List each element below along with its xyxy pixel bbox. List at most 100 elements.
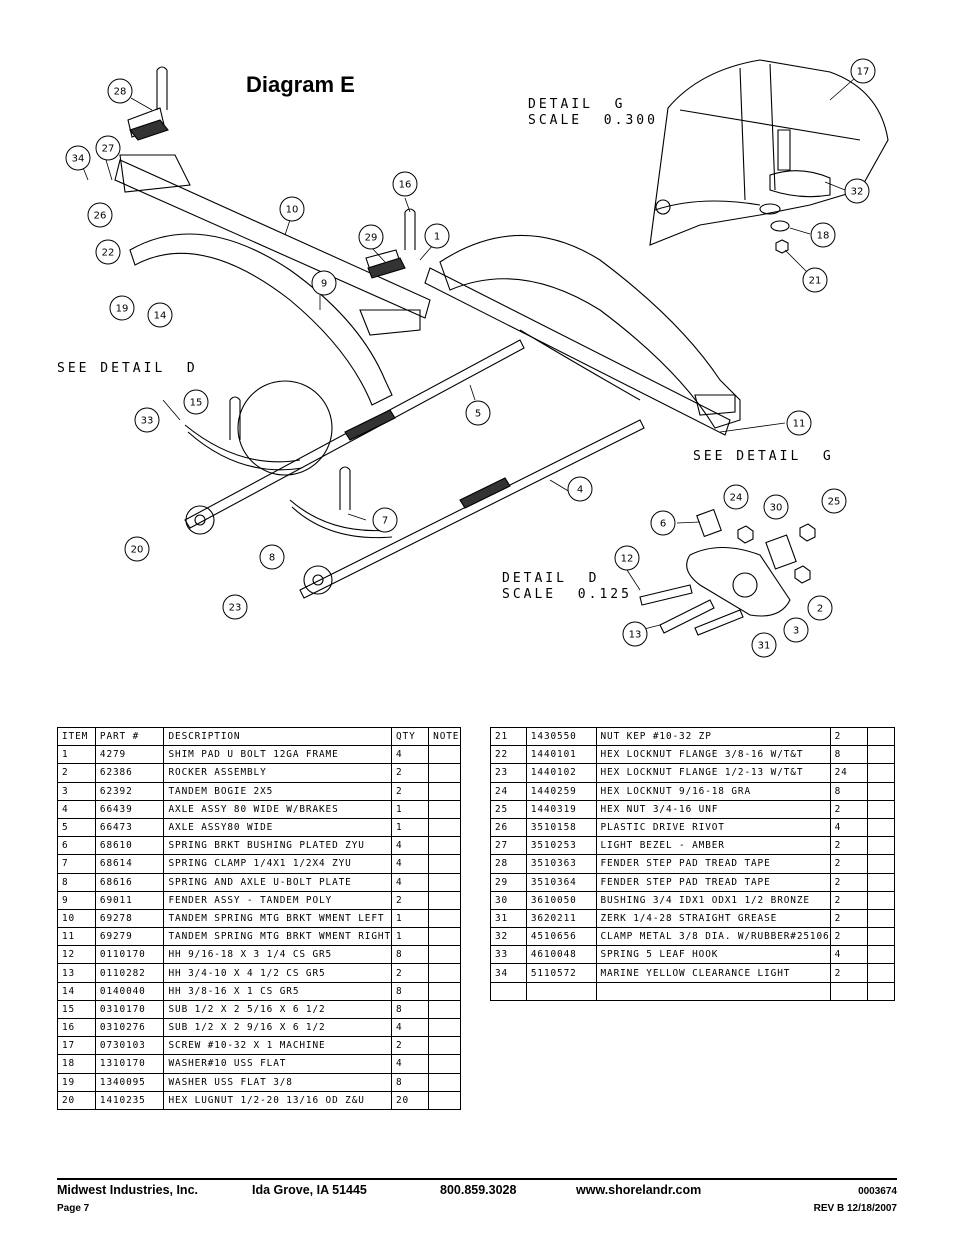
axles — [184, 339, 645, 599]
callout-10: 10 — [279, 196, 305, 222]
callout-26: 26 — [87, 202, 113, 228]
cell-description: MARINE YELLOW CLEARANCE LIGHT — [595, 963, 831, 983]
cell-note — [428, 763, 461, 783]
cell-item: 22 — [490, 745, 527, 765]
callout-32: 32 — [844, 178, 870, 204]
cell-note — [428, 963, 461, 983]
leaf-springs — [184, 329, 641, 539]
cell-part-number: 3620211 — [525, 908, 597, 929]
cell-note — [867, 872, 895, 892]
cell-part-number: 69011 — [94, 890, 165, 910]
cell-part-number: 62392 — [94, 781, 165, 801]
cell-part-number: 1440319 — [525, 799, 597, 819]
cell-part-number: 4610048 — [525, 945, 597, 965]
exploded-parts-diagram: 28 34 27 26 22 19 14 10 9 16 29 1 15 33 … — [65, 58, 889, 658]
cell-item: 33 — [490, 945, 527, 965]
svg-text:7: 7 — [382, 516, 388, 527]
cell-part-number: 3510364 — [525, 872, 597, 892]
cell-note — [867, 854, 895, 874]
cell-qty: 8 — [390, 999, 430, 1020]
footer-doc-number: 0003674 — [858, 1186, 897, 1197]
cell-part-number: 0310170 — [94, 999, 165, 1020]
cell-description: FENDER ASSY - TANDEM POLY — [163, 890, 392, 910]
left-fender-assembly — [114, 107, 431, 406]
cell-item: 11 — [57, 927, 96, 947]
svg-text:18: 18 — [817, 231, 830, 242]
detail-g-heading: DETAIL G — [528, 97, 626, 112]
footer-website: www.shorelandr.com — [576, 1183, 702, 1197]
svg-text:30: 30 — [770, 503, 783, 514]
cell-qty: 1 — [390, 908, 430, 929]
step-pad — [367, 257, 406, 279]
callout-17: 17 — [850, 58, 876, 84]
cell-qty: 2 — [390, 890, 430, 910]
svg-text:32: 32 — [851, 187, 864, 198]
callout-4: 4 — [567, 476, 593, 502]
cell-qty: 24 — [829, 763, 869, 783]
cell-note — [428, 1072, 461, 1092]
cell-note — [428, 817, 461, 838]
cell-qty: 8 — [829, 745, 869, 765]
cell-description: HH 3/4-10 X 4 1/2 CS GR5 — [163, 963, 392, 983]
cell-item: 4 — [57, 799, 96, 819]
cell-note — [867, 963, 895, 983]
callout-14: 14 — [147, 302, 173, 328]
cell-description: CLAMP METAL 3/8 DIA. W/RUBBER#25106 — [595, 927, 831, 947]
cell-qty: 2 — [390, 963, 430, 983]
callout-30: 30 — [763, 494, 789, 520]
svg-text:14: 14 — [154, 311, 167, 322]
cell-description: HH 3/8-16 X 1 CS GR5 — [163, 981, 392, 1001]
cell-description: LIGHT BEZEL - AMBER — [595, 836, 831, 856]
callout-5: 5 — [465, 400, 491, 426]
cell-item: 6 — [57, 836, 96, 856]
cell-part-number: 0140040 — [94, 981, 165, 1001]
svg-text:21: 21 — [809, 276, 822, 287]
detail-d-rocker — [639, 508, 816, 636]
cell-item: 21 — [490, 726, 527, 747]
cell-qty: 20 — [390, 1090, 430, 1110]
callout-3: 3 — [783, 617, 809, 643]
footer-company: Midwest Industries, Inc. — [57, 1183, 198, 1197]
see-detail-d-label: SEE DETAIL D — [57, 361, 198, 376]
footer-revision: REV B 12/18/2007 — [813, 1203, 897, 1214]
cell-qty: 4 — [829, 945, 869, 965]
cell-note — [428, 1017, 461, 1038]
callout-7: 7 — [372, 507, 398, 533]
cell-note — [428, 799, 461, 819]
cell-note — [428, 945, 461, 965]
cell-item: 31 — [490, 908, 527, 929]
cell-qty: 4 — [390, 1017, 430, 1038]
cell-qty: 1 — [390, 927, 430, 947]
svg-text:29: 29 — [365, 233, 378, 244]
svg-text:3: 3 — [793, 626, 799, 637]
callout-28: 28 — [107, 78, 133, 104]
cell-qty: 2 — [829, 908, 869, 929]
cell-description: PLASTIC DRIVE RIVOT — [595, 817, 831, 838]
svg-text:26: 26 — [94, 211, 107, 222]
cell-item: 7 — [57, 854, 96, 874]
cell-part-number: 1340095 — [94, 1072, 165, 1092]
cell-qty: 4 — [390, 745, 430, 765]
cell-note — [428, 872, 461, 892]
cell-qty: 2 — [829, 799, 869, 819]
table-row-empty — [490, 981, 895, 1001]
svg-text:22: 22 — [102, 248, 115, 259]
header-qty: QTY — [390, 726, 430, 747]
callout-21: 21 — [802, 267, 828, 293]
detail-g-view — [649, 59, 889, 246]
cell-item: 12 — [57, 945, 96, 965]
step-pad — [459, 477, 511, 509]
cell-description: HH 9/16-18 X 3 1/4 CS GR5 — [163, 945, 392, 965]
